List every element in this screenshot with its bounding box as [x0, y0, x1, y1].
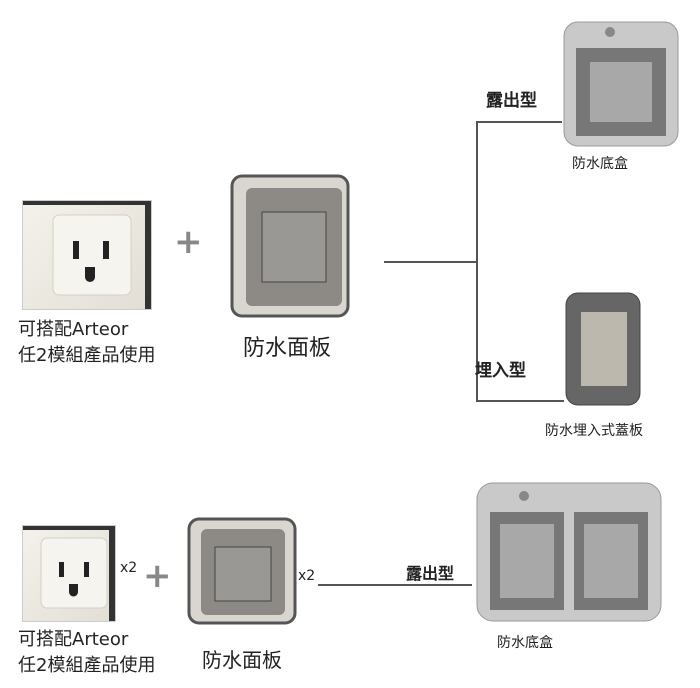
outlet-icon	[52, 214, 132, 296]
connector-line	[476, 121, 478, 402]
compat-text-line2: 任2模組產品使用	[18, 345, 156, 366]
plus-sign: +	[174, 222, 203, 262]
compat-text-line2: 任2模組產品使用	[18, 655, 156, 676]
socket-quantity: x2	[120, 560, 138, 576]
connector-line	[476, 121, 562, 123]
surface-box-label: 防水底盒	[497, 635, 553, 651]
socket-module-image	[22, 525, 116, 622]
socket-module-image	[22, 200, 152, 310]
panel-label: 防水面板	[243, 336, 332, 361]
panel-quantity: x2	[298, 568, 316, 584]
connector-line	[476, 400, 564, 402]
flush-type-label: 埋入型	[475, 361, 526, 381]
compat-text-line1: 可搭配Arteor	[18, 319, 129, 340]
flush-cover-label: 防水埋入式蓋板	[545, 423, 643, 439]
compat-text-line1: 可搭配Arteor	[18, 629, 129, 650]
surface-box-label: 防水底盒	[572, 156, 628, 172]
surface-type-label: 露出型	[486, 91, 537, 111]
waterproof-panel-image	[230, 174, 350, 318]
waterproof-panel-image	[187, 517, 297, 625]
panel-label: 防水面板	[202, 648, 282, 672]
connector-line	[384, 261, 478, 263]
surface-box-image	[563, 21, 679, 147]
outlet-icon	[40, 537, 108, 609]
plus-sign: +	[143, 556, 172, 596]
surface-type-label: 露出型	[406, 564, 455, 583]
flush-cover-image	[565, 292, 641, 406]
connector-line	[318, 584, 472, 586]
double-surface-box-image	[476, 482, 662, 622]
